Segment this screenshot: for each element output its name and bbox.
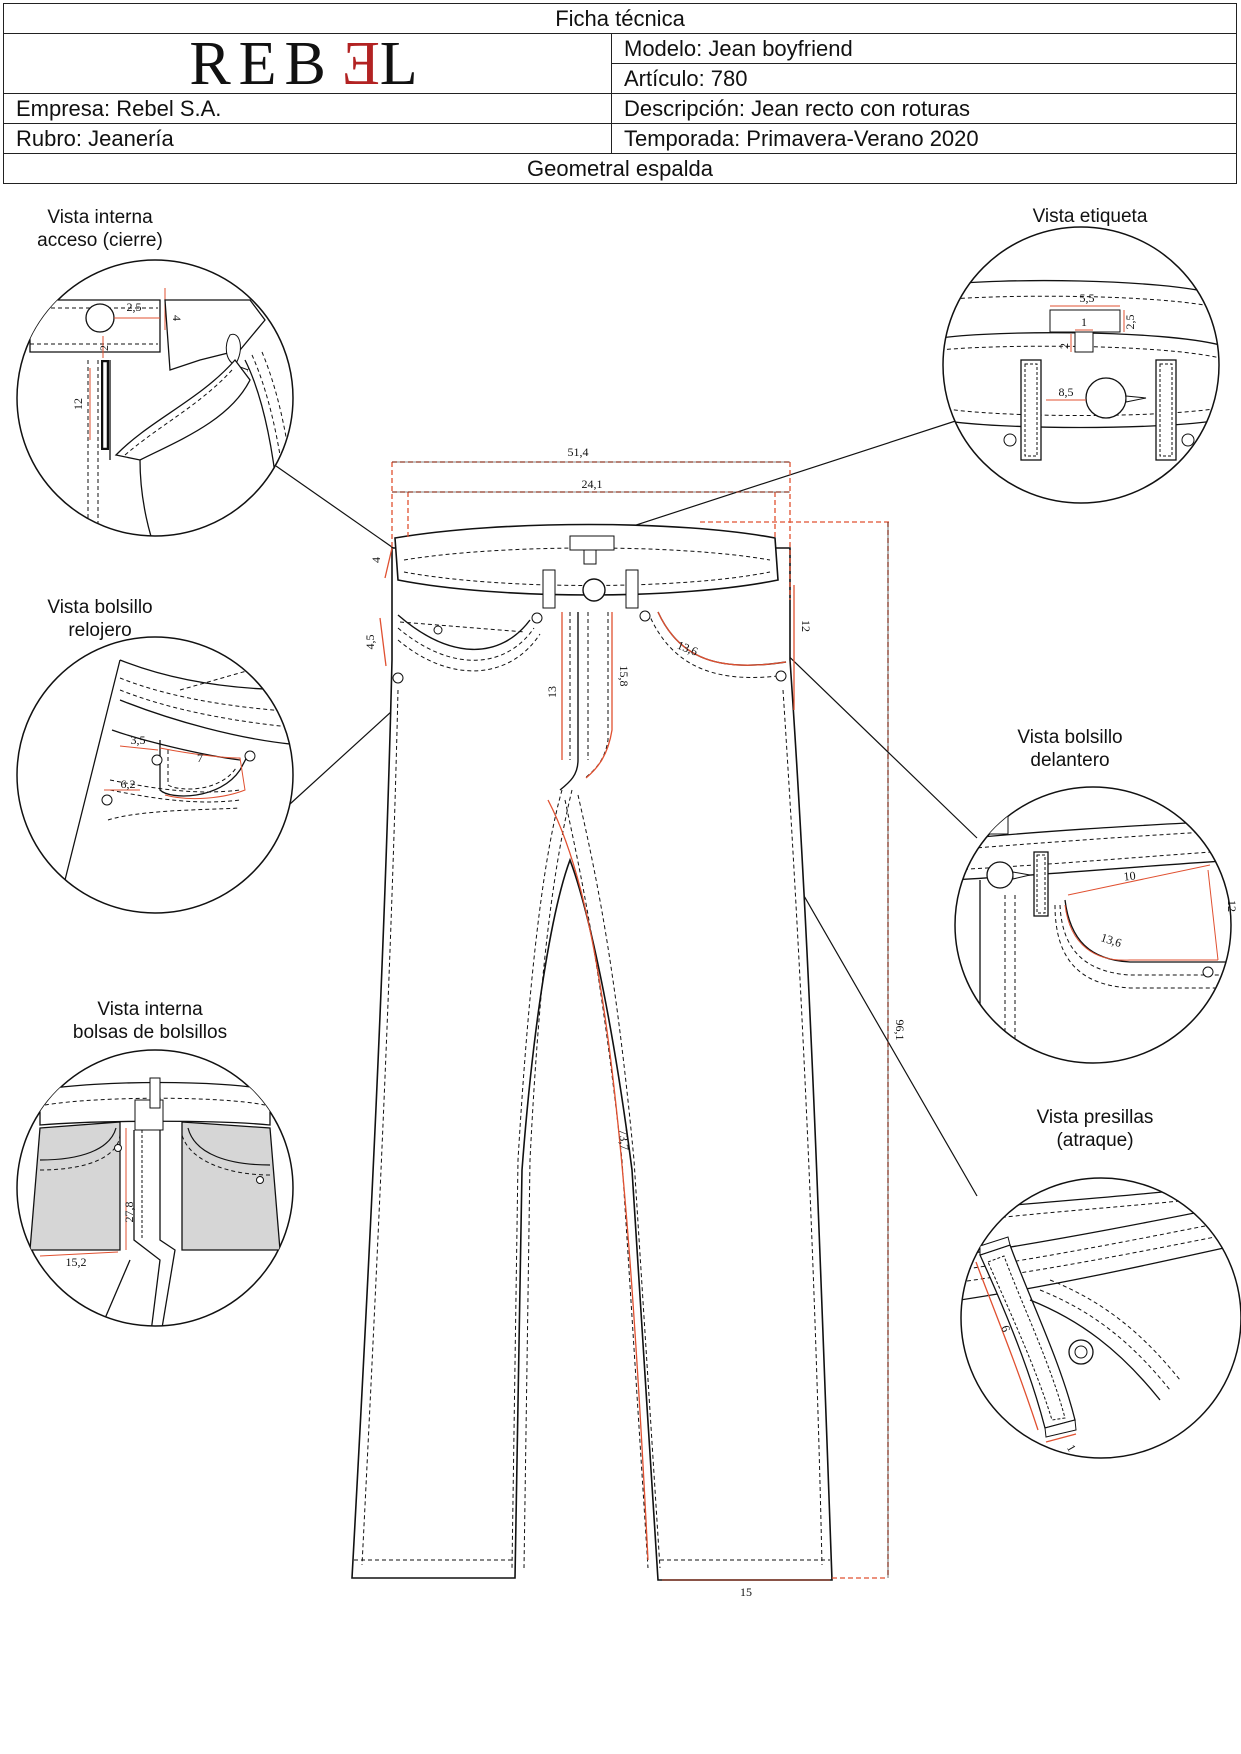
callout-belt-loops-label: Vista presillas(atraque) [1036, 1107, 1154, 1151]
sheet-title: Ficha técnica [3, 3, 1237, 34]
svg-text:2,5: 2,5 [127, 300, 142, 314]
svg-text:1: 1 [1081, 315, 1087, 329]
fly [559, 612, 579, 791]
dim-inseam: 73,7 [616, 1129, 631, 1151]
description-cell: Descripción: Jean recto con roturas [611, 93, 1237, 124]
dim-total-length: 96,1 [893, 1020, 907, 1041]
svg-text:3,5: 3,5 [131, 733, 146, 747]
svg-text:27,8: 27,8 [122, 1202, 136, 1223]
waist-button [582, 578, 606, 602]
svg-text:2,5: 2,5 [1123, 315, 1137, 330]
svg-text:4: 4 [170, 315, 184, 321]
model-cell: Modelo: Jean boyfriend [611, 33, 1237, 64]
detail-watch-pocket: 3,5 7 6,2 [16, 636, 294, 914]
detail-front-pocket: 10 12 13,6 [954, 786, 1239, 1064]
dim-front-rise: 15,8 [617, 666, 631, 687]
svg-text:12: 12 [71, 398, 85, 410]
jeans-front-view: 51,4 24,1 4 4,5 12 13,6 13 15,8 73,7 96,… [351, 445, 907, 1599]
brand-logo: REBEL [189, 29, 426, 98]
svg-text:6,2: 6,2 [121, 777, 136, 791]
svg-text:5,5: 5,5 [1080, 291, 1095, 305]
dim-fly-length: 13 [545, 686, 559, 698]
svg-text:8,5: 8,5 [1059, 385, 1074, 399]
detail-belt-loops: 6 1 [960, 1177, 1241, 1459]
svg-text:13,6: 13,6 [1099, 930, 1123, 950]
dim-watch-pocket: 4,5 [363, 635, 377, 650]
svg-text:12: 12 [1225, 900, 1239, 912]
belt-loop [625, 569, 639, 609]
svg-text:2: 2 [97, 345, 111, 351]
svg-text:10: 10 [1123, 868, 1136, 883]
dim-hip-width: 51,4 [568, 445, 589, 459]
dim-waist-width: 24,1 [582, 477, 603, 491]
svg-text:1: 1 [237, 363, 252, 373]
belt-loop [542, 569, 556, 609]
season-cell: Temporada: Primavera-Verano 2020 [611, 123, 1237, 154]
left-pocket [397, 614, 531, 651]
dim-hem-width: 15 [740, 1585, 752, 1599]
dim-front-pocket-depth: 12 [799, 620, 813, 632]
jeans-outline [351, 547, 833, 1581]
callout-label-label: Vista etiqueta [1032, 206, 1148, 227]
svg-text:2: 2 [1057, 343, 1071, 349]
dim-waistband: 4 [369, 557, 383, 563]
spec-header-table: Ficha técnica REBEL Modelo: Jean boyfrie… [3, 3, 1237, 184]
svg-text:15,2: 15,2 [66, 1255, 87, 1269]
svg-text:6: 6 [998, 1323, 1013, 1333]
detail-zipper: 2,5 4 12 2 1 [16, 259, 294, 537]
article-cell: Artículo: 780 [611, 63, 1237, 94]
detail-pocket-bags: 27,8 15,2 [16, 1049, 294, 1327]
detail-label: 5,5 2,5 1 2 8,5 [942, 226, 1220, 504]
svg-text:7: 7 [197, 751, 203, 765]
brand-logo-cell: REBEL [3, 30, 612, 98]
waist-label [569, 535, 615, 551]
company-cell: Empresa: Rebel S.A. [3, 93, 612, 124]
view-title: Geometral espalda [3, 153, 1237, 184]
